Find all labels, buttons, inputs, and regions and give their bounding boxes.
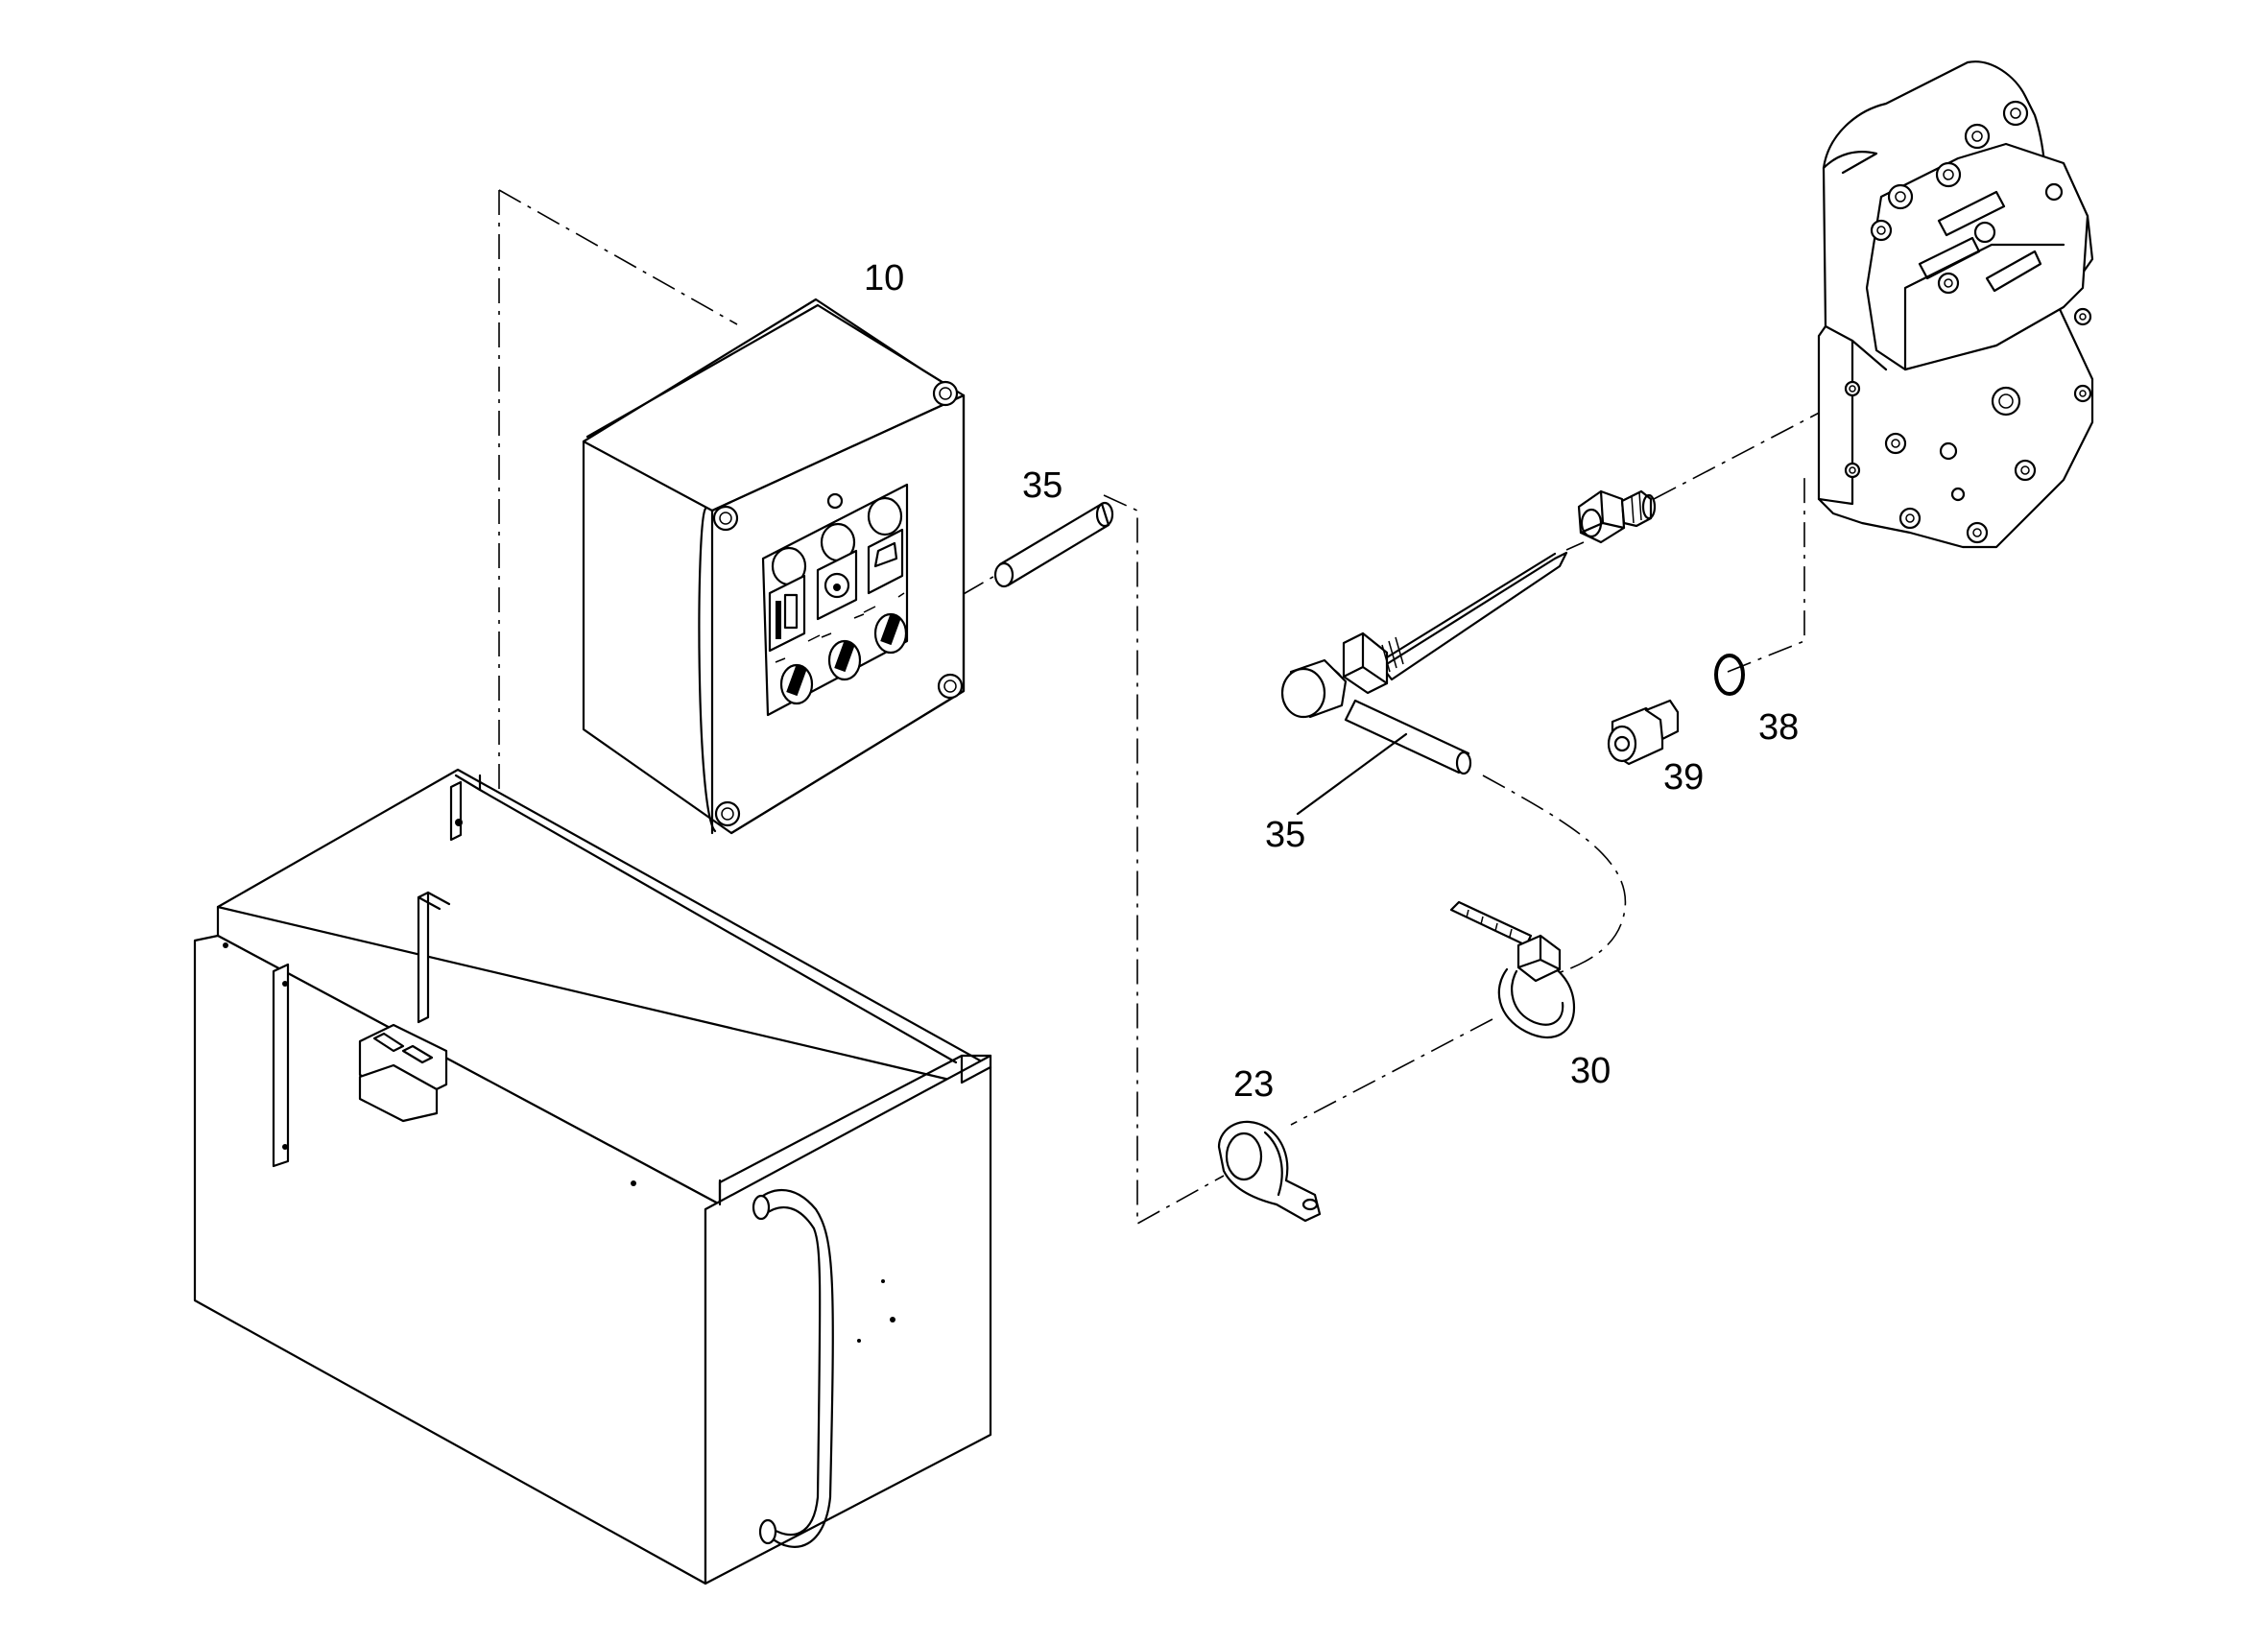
indicator-lamp-icon (771, 496, 903, 586)
o-ring (1714, 654, 1745, 696)
hose-segment-upper (993, 501, 1114, 588)
callout-hose-upper: 35 (1022, 465, 1062, 506)
gearbox-housing (1817, 60, 2094, 549)
callout-pipe-clamp: 23 (1233, 1064, 1274, 1105)
callout-o-ring: 38 (1758, 707, 1799, 748)
plug-screw (1607, 699, 1680, 766)
control-box (582, 298, 966, 835)
oil-temperature-symbol-icon (816, 549, 858, 621)
callout-cable-tie: 30 (1570, 1051, 1611, 1091)
tank-box (193, 768, 992, 1585)
screw-icon (712, 380, 964, 827)
callout-hose-lower: 35 (1265, 815, 1305, 855)
callout-control-box: 10 (864, 258, 904, 298)
rotary-switch-icon (779, 612, 908, 705)
pipe-clamp (1217, 1120, 1322, 1223)
thermostat-symbol-icon (867, 528, 904, 595)
union-nut-fitting (1577, 489, 1657, 544)
callout-labels: 10 35 35 23 30 38 39 (864, 258, 1799, 1105)
housing-bolt-icon (1844, 100, 2092, 544)
leader-line (1296, 732, 1408, 816)
heater-element (1280, 551, 1568, 775)
heater-symbol-icon (768, 574, 806, 653)
callout-plug-screw: 39 (1663, 757, 1704, 798)
cable-tie (1449, 900, 1576, 1039)
